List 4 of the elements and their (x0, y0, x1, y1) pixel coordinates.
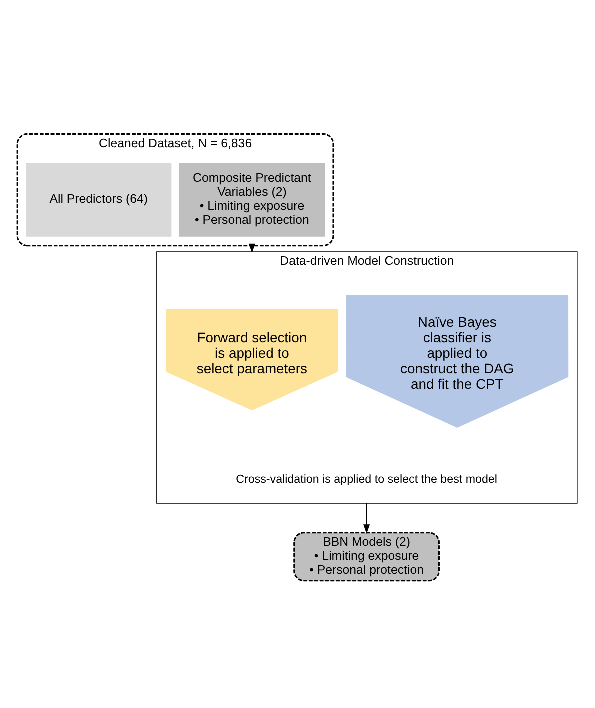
node-box: All Predictors (64) (26, 162, 172, 236)
node-box: BBN Models (2) • Limiting exposure • Personal protection (294, 532, 440, 582)
node-box: Composite Predictant Variables (2) • Limiting exposure • Personal protection (179, 162, 325, 236)
arrow (364, 502, 370, 534)
